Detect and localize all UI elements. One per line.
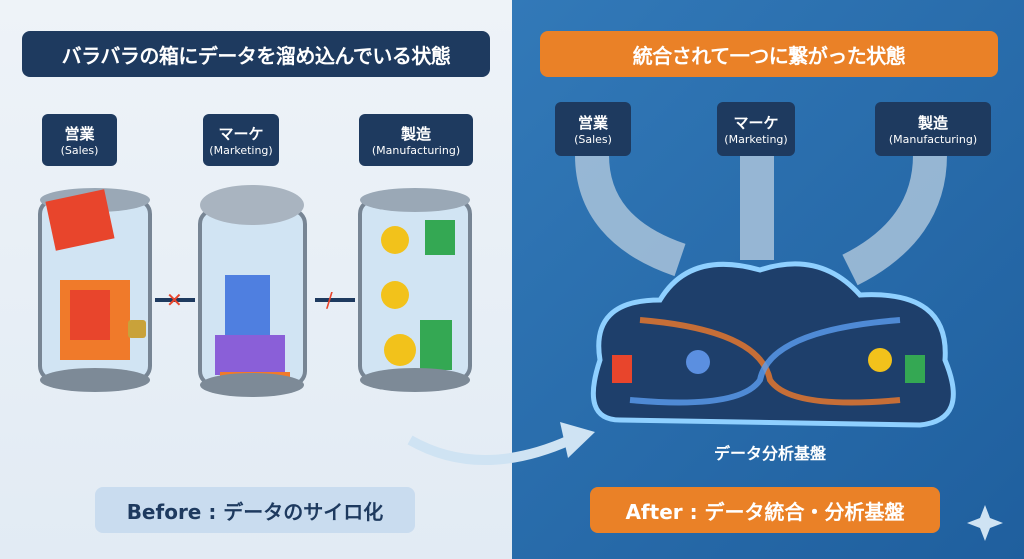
after-footer: After : データ統合・分析基盤 xyxy=(590,487,940,533)
marketing-silo-cylinder xyxy=(198,185,307,397)
dept-name: マーケ xyxy=(733,114,779,132)
dept-name: 営業 xyxy=(64,125,95,143)
dept-name-en: (Sales) xyxy=(574,133,612,146)
sparkle-icon xyxy=(967,505,1003,541)
dept-name: 営業 xyxy=(577,114,608,132)
after-dept-sales: 営業(Sales) xyxy=(555,102,631,156)
transition-arrow xyxy=(407,435,573,465)
after-dept-marketing: マーケ(Marketing) xyxy=(717,102,795,156)
before-dept-manufacturing: 製造(Manufacturing) xyxy=(359,114,473,166)
data-cloud xyxy=(590,261,956,428)
svg-text:/: / xyxy=(326,288,333,312)
svg-text:✕: ✕ xyxy=(166,288,183,312)
dept-name-en: (Sales) xyxy=(60,144,99,157)
blocked-arrow-icon: / xyxy=(315,288,355,312)
dept-name-en: (Marketing) xyxy=(209,144,273,157)
dept-name-en: (Marketing) xyxy=(724,133,788,146)
platform-label: データ分析基盤 xyxy=(713,444,826,463)
data-pipes xyxy=(575,154,947,286)
dept-name-en: (Manufacturing) xyxy=(888,133,978,146)
before-header: バラバラの箱にデータを溜め込んでいる状態 xyxy=(22,31,490,77)
dept-name: 製造 xyxy=(917,114,948,132)
before-dept-sales: 営業(Sales) xyxy=(42,114,117,166)
before-footer: Before : データのサイロ化 xyxy=(95,487,415,533)
dept-name: マーケ xyxy=(218,125,264,143)
blocked-arrow-icon: ✕ xyxy=(155,288,195,312)
before-dept-marketing: マーケ(Marketing) xyxy=(203,114,279,166)
dept-name-en: (Manufacturing) xyxy=(371,144,461,157)
dept-name: 製造 xyxy=(400,125,431,143)
manufacturing-silo-cylinder xyxy=(358,188,472,392)
after-header: 統合されて一つに繋がった状態 xyxy=(540,31,998,77)
after-dept-manufacturing: 製造(Manufacturing) xyxy=(875,102,991,156)
sales-silo-cylinder xyxy=(38,188,152,392)
